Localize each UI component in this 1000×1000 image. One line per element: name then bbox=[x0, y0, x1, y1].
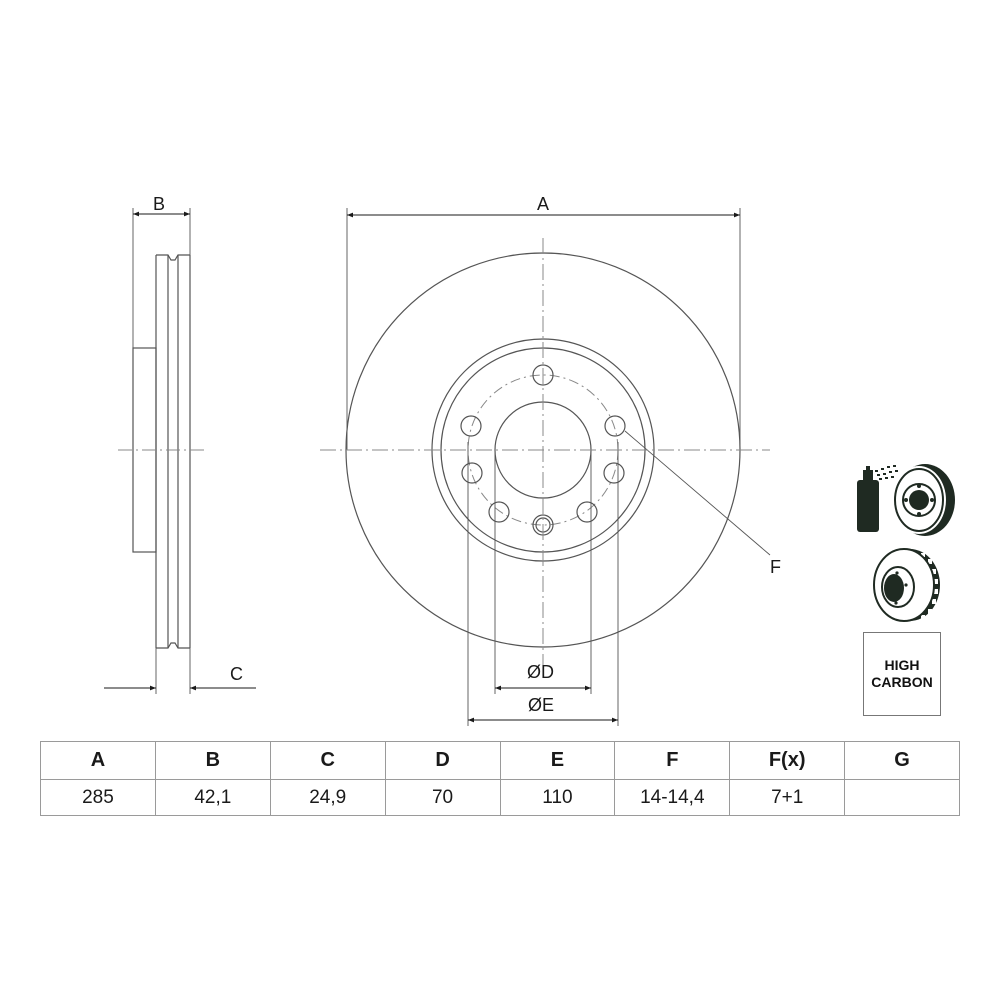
value-cell: 285 bbox=[40, 779, 156, 816]
table-row: 285 42,1 24,9 70 110 14-14,4 7+1 bbox=[40, 779, 960, 816]
value-cell: 14-14,4 bbox=[614, 779, 731, 816]
header-cell: D bbox=[384, 741, 501, 780]
header-cell: G bbox=[844, 741, 960, 780]
value-cell: 70 bbox=[384, 779, 501, 816]
label-e: ØE bbox=[528, 695, 555, 715]
label-f: F bbox=[770, 557, 781, 577]
label-b: B bbox=[153, 194, 166, 214]
value-cell: 7+1 bbox=[729, 779, 846, 816]
vented-disc-icon bbox=[873, 548, 940, 622]
header-cell: A bbox=[40, 741, 156, 780]
front-view bbox=[345, 208, 771, 726]
badge-line-2: CARBON bbox=[871, 674, 933, 690]
value-cell bbox=[844, 779, 960, 816]
table-header-row: A B C D E F F(x) G bbox=[40, 741, 960, 780]
label-a: A bbox=[537, 194, 550, 214]
leader-f bbox=[624, 430, 771, 556]
bolt-holes bbox=[460, 364, 626, 523]
header-cell: E bbox=[499, 741, 616, 780]
header-cell: B bbox=[154, 741, 271, 780]
side-view bbox=[132, 208, 191, 694]
label-d: ØD bbox=[527, 662, 554, 682]
value-cell: 110 bbox=[499, 779, 616, 816]
label-c: C bbox=[230, 664, 243, 684]
badge-line-1: HIGH bbox=[884, 656, 920, 673]
value-cell: 42,1 bbox=[154, 779, 271, 816]
value-cell: 24,9 bbox=[269, 779, 386, 816]
high-carbon-badge: HIGH CARBON bbox=[863, 632, 941, 716]
header-cell: C bbox=[269, 741, 386, 780]
header-cell: F bbox=[614, 741, 731, 780]
spec-table: A B C D E F F(x) G 285 42,1 24,9 70 110 … bbox=[40, 741, 960, 816]
spray-coating-icon bbox=[857, 464, 955, 536]
header-cell: F(x) bbox=[729, 741, 846, 780]
